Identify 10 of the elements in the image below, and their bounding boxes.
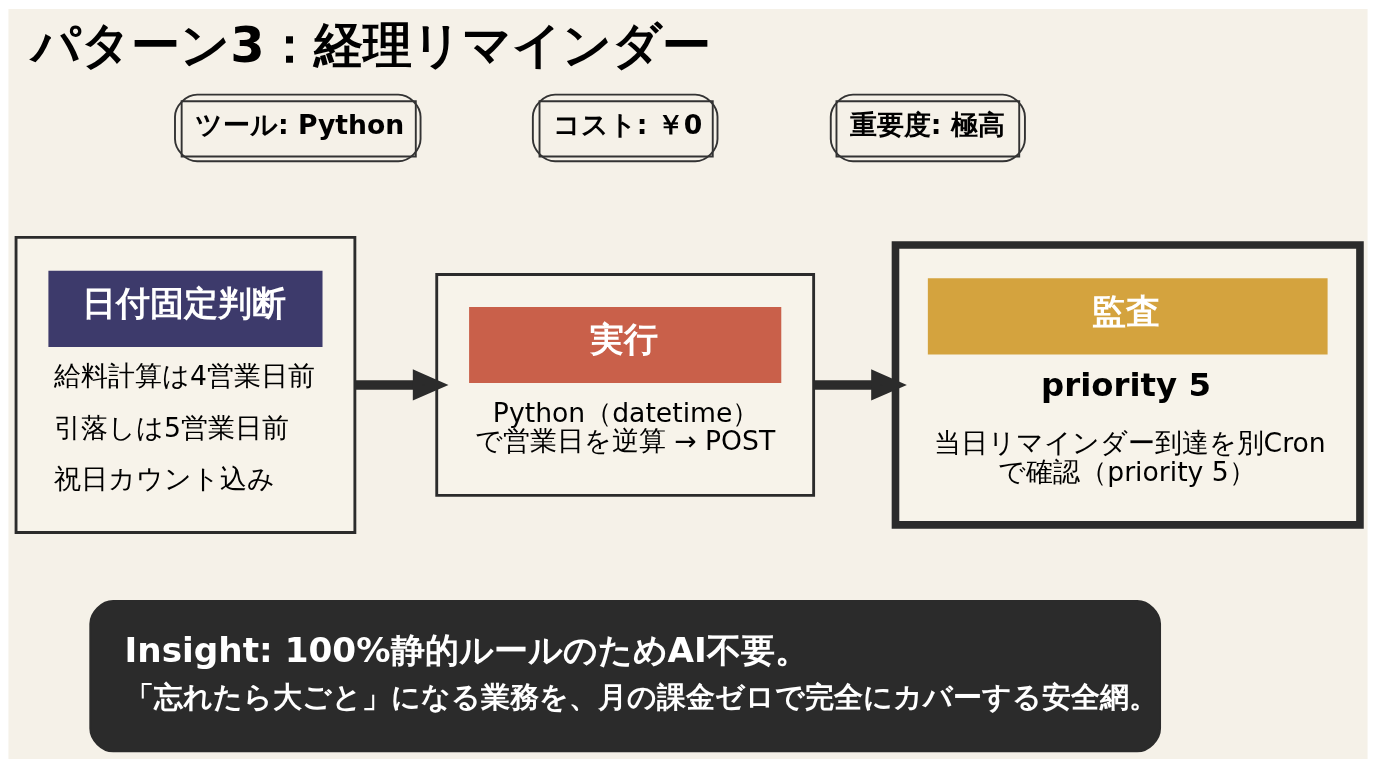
label: ツール: Python	[194, 109, 405, 141]
arrow	[355, 369, 449, 401]
label: 重要度: 極高	[849, 109, 1005, 141]
node-box: 日付固定判断 給料計算は4営業日前 引落しは5営業日前 祝日カウント込み	[14, 236, 357, 534]
arrow	[814, 369, 907, 401]
node-box: 実行 Python（datetime）で営業日を逆算 → POST	[435, 273, 816, 497]
label: コスト: ￥0	[552, 109, 703, 141]
node-box: 監査 priority 5 当日リマインダー到達を別Cronで確認（priority 5）	[891, 241, 1364, 529]
diagram-title: パターン3：経理リマインダー	[31, 15, 711, 74]
node-box: Insight: 100%静的ルールのためAI不要。 「忘れたら大ごと」になる業務を、月の課金ゼロで完全にカバーする安全網。	[89, 600, 1162, 753]
